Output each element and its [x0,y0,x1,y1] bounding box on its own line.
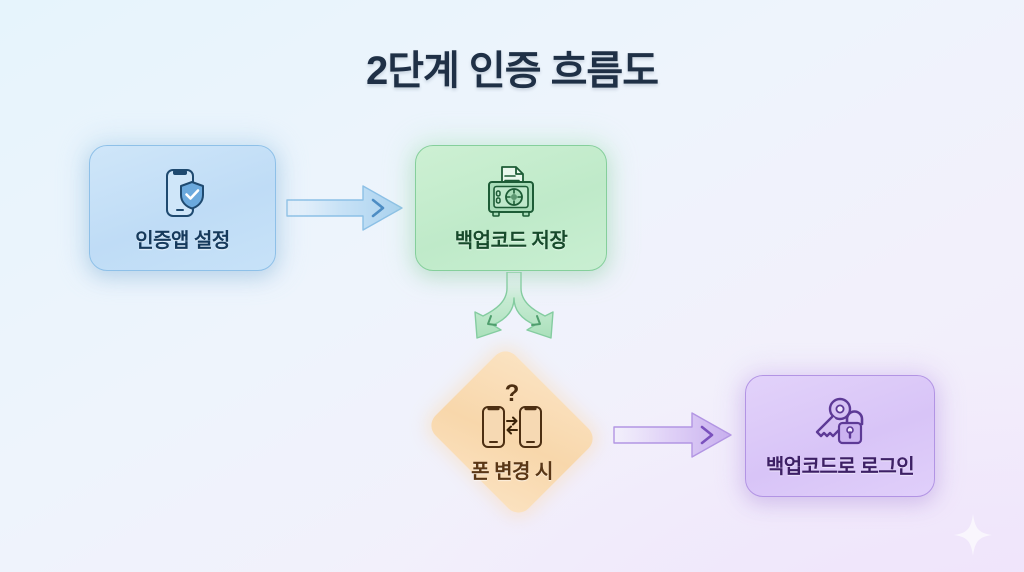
node-auth-app-label: 인증앱 설정 [135,229,230,252]
key-unlocked-padlock-icon [815,397,864,444]
two-phones-swap-question-icon: ? [482,381,542,448]
arrow-save-to-diamond [474,272,554,339]
arrow-app-to-save [286,185,403,231]
chevron-down-left-icon [487,315,497,326]
node-login-backup-label: 백업코드로 로그인 [765,455,915,478]
safe-vault-document-icon [488,165,534,217]
page-title: 2단계 인증 흐름도 [365,49,659,93]
node-backup-save-label: 백업코드 저장 [454,229,568,252]
svg-text:?: ? [505,381,520,407]
node-phone-change[interactable]: ? 폰 변경 시 [419,345,605,519]
node-login-backup[interactable]: 백업코드로 로그인 [745,375,935,497]
sparkle-star-icon [954,514,992,556]
chevron-right-icon [700,425,714,445]
node-backup-save[interactable]: 백업코드 저장 [415,145,607,271]
node-phone-change-label: 폰 변경 시 [471,460,553,483]
arrow-diamond-to-login [613,412,732,458]
chevron-down-right-icon [531,315,541,326]
chevron-right-icon [371,198,385,218]
node-auth-app[interactable]: 인증앱 설정 [89,145,276,271]
phone-shield-check-icon [165,168,204,217]
